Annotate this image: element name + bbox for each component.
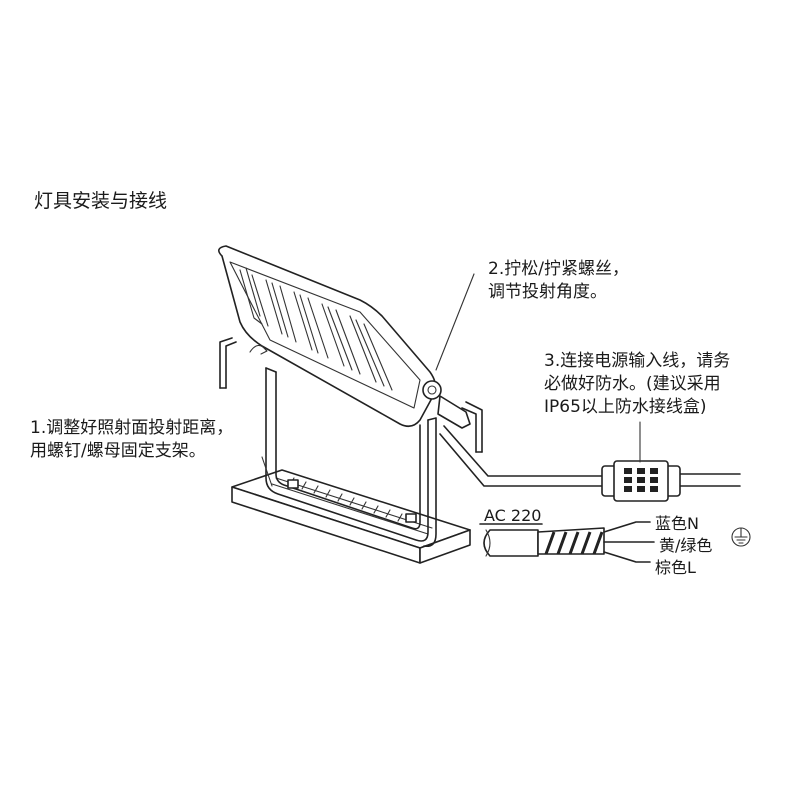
ac-supply-label: AC 220 bbox=[484, 506, 542, 525]
neutral-wire-label: 蓝色N bbox=[655, 514, 699, 533]
bracket-bolt-right bbox=[405, 513, 417, 523]
step-3-line-1: 3.连接电源输入线，请务 bbox=[544, 351, 731, 371]
step-1-line-2: 用螺钉/螺母固定支架。 bbox=[30, 441, 206, 461]
page-title: 灯具安装与接线 bbox=[34, 190, 168, 212]
step-2-line-2: 调节投射角度。 bbox=[488, 282, 607, 302]
live-wire bbox=[603, 551, 651, 563]
mounting-bracket bbox=[265, 367, 437, 548]
earth-ground-icon bbox=[731, 527, 751, 547]
power-input-cable bbox=[439, 425, 741, 487]
neutral-wire bbox=[603, 521, 651, 533]
step-3-caption: 3.连接电源输入线，请务 必做好防水。(建议采用 IP65以上防水接线盒) bbox=[544, 350, 730, 419]
step-1-caption: 1.调整好照射面投射距离， 用螺钉/螺母固定支架。 bbox=[30, 417, 233, 463]
step-3-line-3: IP65以上防水接线盒) bbox=[544, 397, 707, 417]
allen-key-left bbox=[219, 337, 237, 389]
step-2-caption: 2.拧松/拧紧螺丝， 调节投射角度。 bbox=[488, 258, 629, 304]
angle-adjust-screw bbox=[422, 380, 442, 400]
earth-wire-label: 黄/绿色 bbox=[659, 536, 713, 555]
step-3-line-2: 必做好防水。(建议采用 bbox=[544, 374, 721, 394]
leader-lines bbox=[261, 273, 641, 487]
ac-supply-cable bbox=[479, 521, 655, 563]
step-2-line-1: 2.拧松/拧紧螺丝， bbox=[488, 259, 629, 279]
step-1-line-1: 1.调整好照射面投射距离， bbox=[30, 418, 234, 438]
waterproof-junction-box bbox=[601, 460, 681, 502]
rotate-arrow-icon bbox=[249, 344, 268, 355]
floodlight-body bbox=[218, 245, 471, 429]
bracket-bolt-left bbox=[287, 479, 299, 489]
cable-gland bbox=[437, 395, 471, 429]
allen-key-right bbox=[461, 401, 483, 453]
mounting-base bbox=[231, 469, 471, 564]
heatsink-fins bbox=[239, 267, 393, 391]
live-wire-label: 棕色L bbox=[655, 558, 696, 577]
